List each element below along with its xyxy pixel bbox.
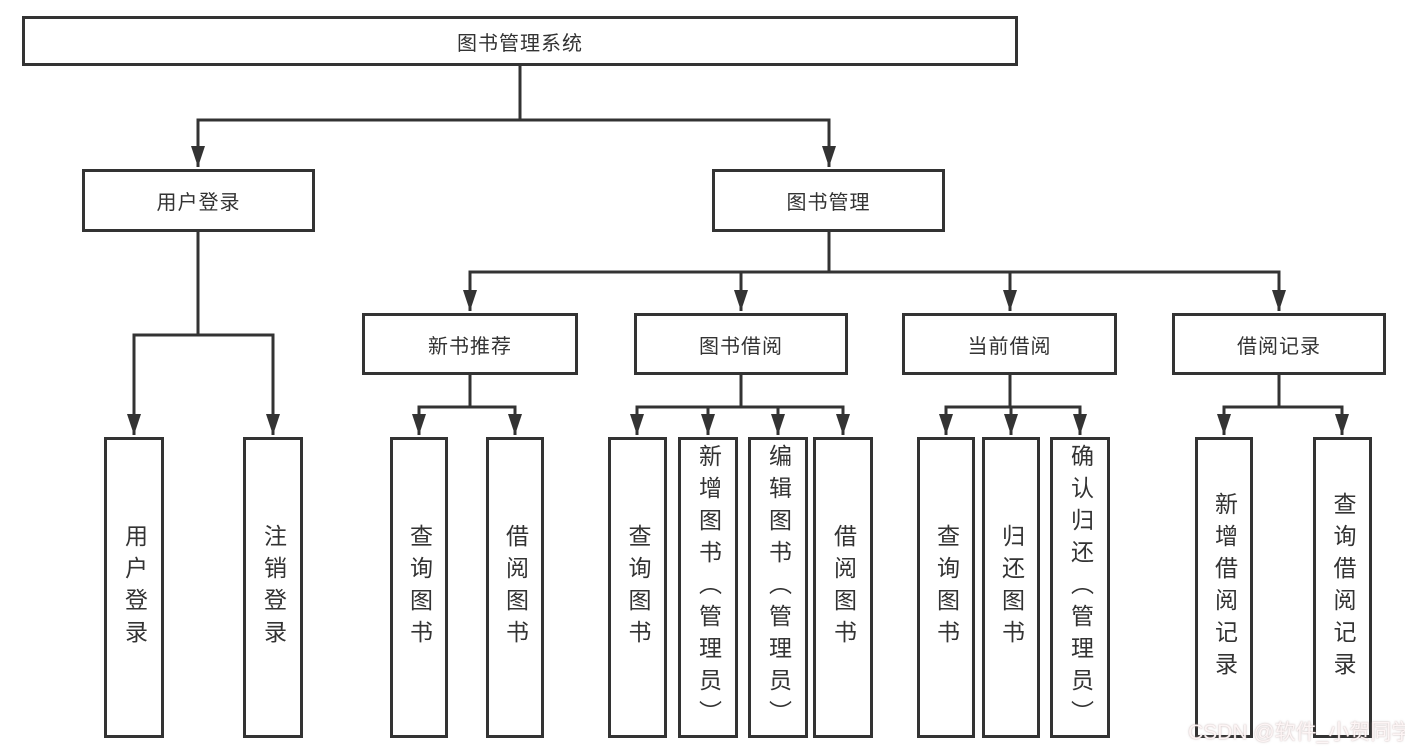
node-book-borrow-label: 图书借阅 xyxy=(699,335,783,358)
leaf-confirm-return-admin: 确认归还（管理员） xyxy=(1050,437,1110,738)
node-borrow-records: 借阅记录 xyxy=(1172,313,1386,375)
leaf-logout: 注销登录 xyxy=(243,437,303,738)
node-user-login-label: 用户登录 xyxy=(156,192,241,214)
leaf-add-books-admin-label: 新增图书（管理员） xyxy=(695,443,722,732)
leaf-return-books-label: 归还图书 xyxy=(998,523,1025,652)
csdn-watermark: CSDN @软件_小贺同学 xyxy=(1188,721,1405,744)
leaf-confirm-return-admin-label: 确认归还（管理员） xyxy=(1067,443,1094,732)
leaf-current-query-books-label: 查询图书 xyxy=(933,523,960,652)
leaf-add-borrow-record-label: 新增借阅记录 xyxy=(1211,491,1238,684)
leaf-current-query-books: 查询图书 xyxy=(917,437,975,738)
leaf-borrow-books: 借阅图书 xyxy=(813,437,873,738)
leaf-edit-books-admin: 编辑图书（管理员） xyxy=(748,437,808,738)
node-borrow-records-label: 借阅记录 xyxy=(1237,335,1321,358)
node-user-login: 用户登录 xyxy=(82,169,315,232)
leaf-recommend-borrow-books: 借阅图书 xyxy=(486,437,544,738)
leaf-borrow-books-label: 借阅图书 xyxy=(830,523,857,652)
leaf-return-books: 归还图书 xyxy=(982,437,1040,738)
leaf-recommend-query-books: 查询图书 xyxy=(390,437,448,738)
leaf-query-borrow-record-label: 查询借阅记录 xyxy=(1330,491,1356,684)
leaf-user-login: 用户登录 xyxy=(104,437,164,738)
leaf-logout-label: 注销登录 xyxy=(260,523,287,652)
leaf-query-borrow-record: 查询借阅记录 xyxy=(1313,437,1372,738)
leaf-user-login-label: 用户登录 xyxy=(121,523,148,652)
node-new-book-recommend-label: 新书推荐 xyxy=(428,335,512,358)
leaf-recommend-query-books-label: 查询图书 xyxy=(406,523,433,652)
node-root: 图书管理系统 xyxy=(22,16,1018,66)
leaf-edit-books-admin-label: 编辑图书（管理员） xyxy=(765,443,792,732)
node-current-borrow-label: 当前借阅 xyxy=(967,335,1052,358)
leaf-recommend-borrow-books-label: 借阅图书 xyxy=(502,523,529,652)
node-root-label: 图书管理系统 xyxy=(457,32,583,55)
leaf-borrow-query-books-label: 查询图书 xyxy=(625,523,651,652)
leaf-add-books-admin: 新增图书（管理员） xyxy=(678,437,738,738)
node-book-management-label: 图书管理 xyxy=(786,192,871,214)
node-current-borrow: 当前借阅 xyxy=(902,313,1117,375)
node-new-book-recommend: 新书推荐 xyxy=(362,313,578,375)
node-book-management: 图书管理 xyxy=(712,169,945,232)
node-book-borrow: 图书借阅 xyxy=(634,313,848,375)
leaf-borrow-query-books: 查询图书 xyxy=(608,437,667,738)
leaf-add-borrow-record: 新增借阅记录 xyxy=(1195,437,1253,738)
